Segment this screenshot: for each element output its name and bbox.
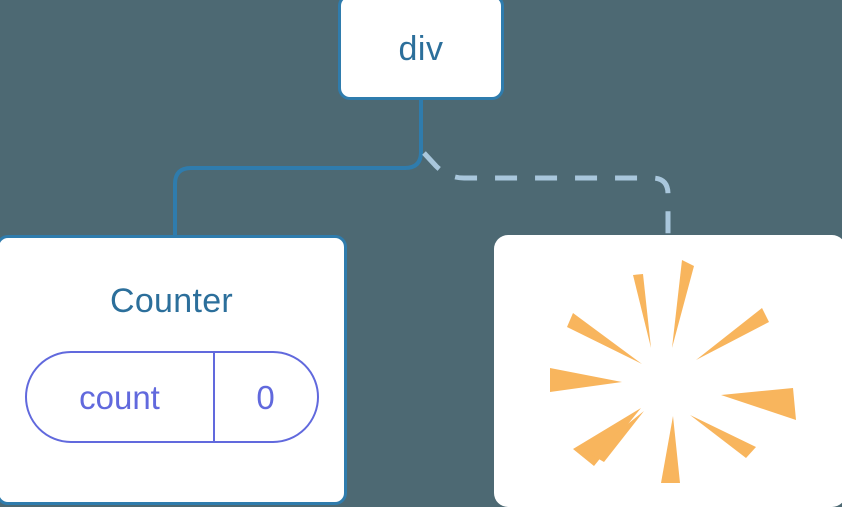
sunburst-icon: [550, 260, 796, 483]
node-div[interactable]: div: [338, 0, 504, 100]
node-counter-label: Counter: [109, 282, 234, 320]
node-counter[interactable]: Counter count 0: [0, 235, 347, 505]
edge-div-to-effect: [422, 151, 671, 238]
node-div-label: div: [398, 30, 444, 68]
state-value-label: 0: [256, 378, 275, 416]
state-pill-divider: [212, 353, 215, 441]
state-pill-count[interactable]: count 0: [24, 351, 319, 443]
node-effect[interactable]: [494, 235, 842, 507]
edge-div-to-counter: [173, 98, 423, 238]
state-key-label: count: [79, 378, 160, 416]
